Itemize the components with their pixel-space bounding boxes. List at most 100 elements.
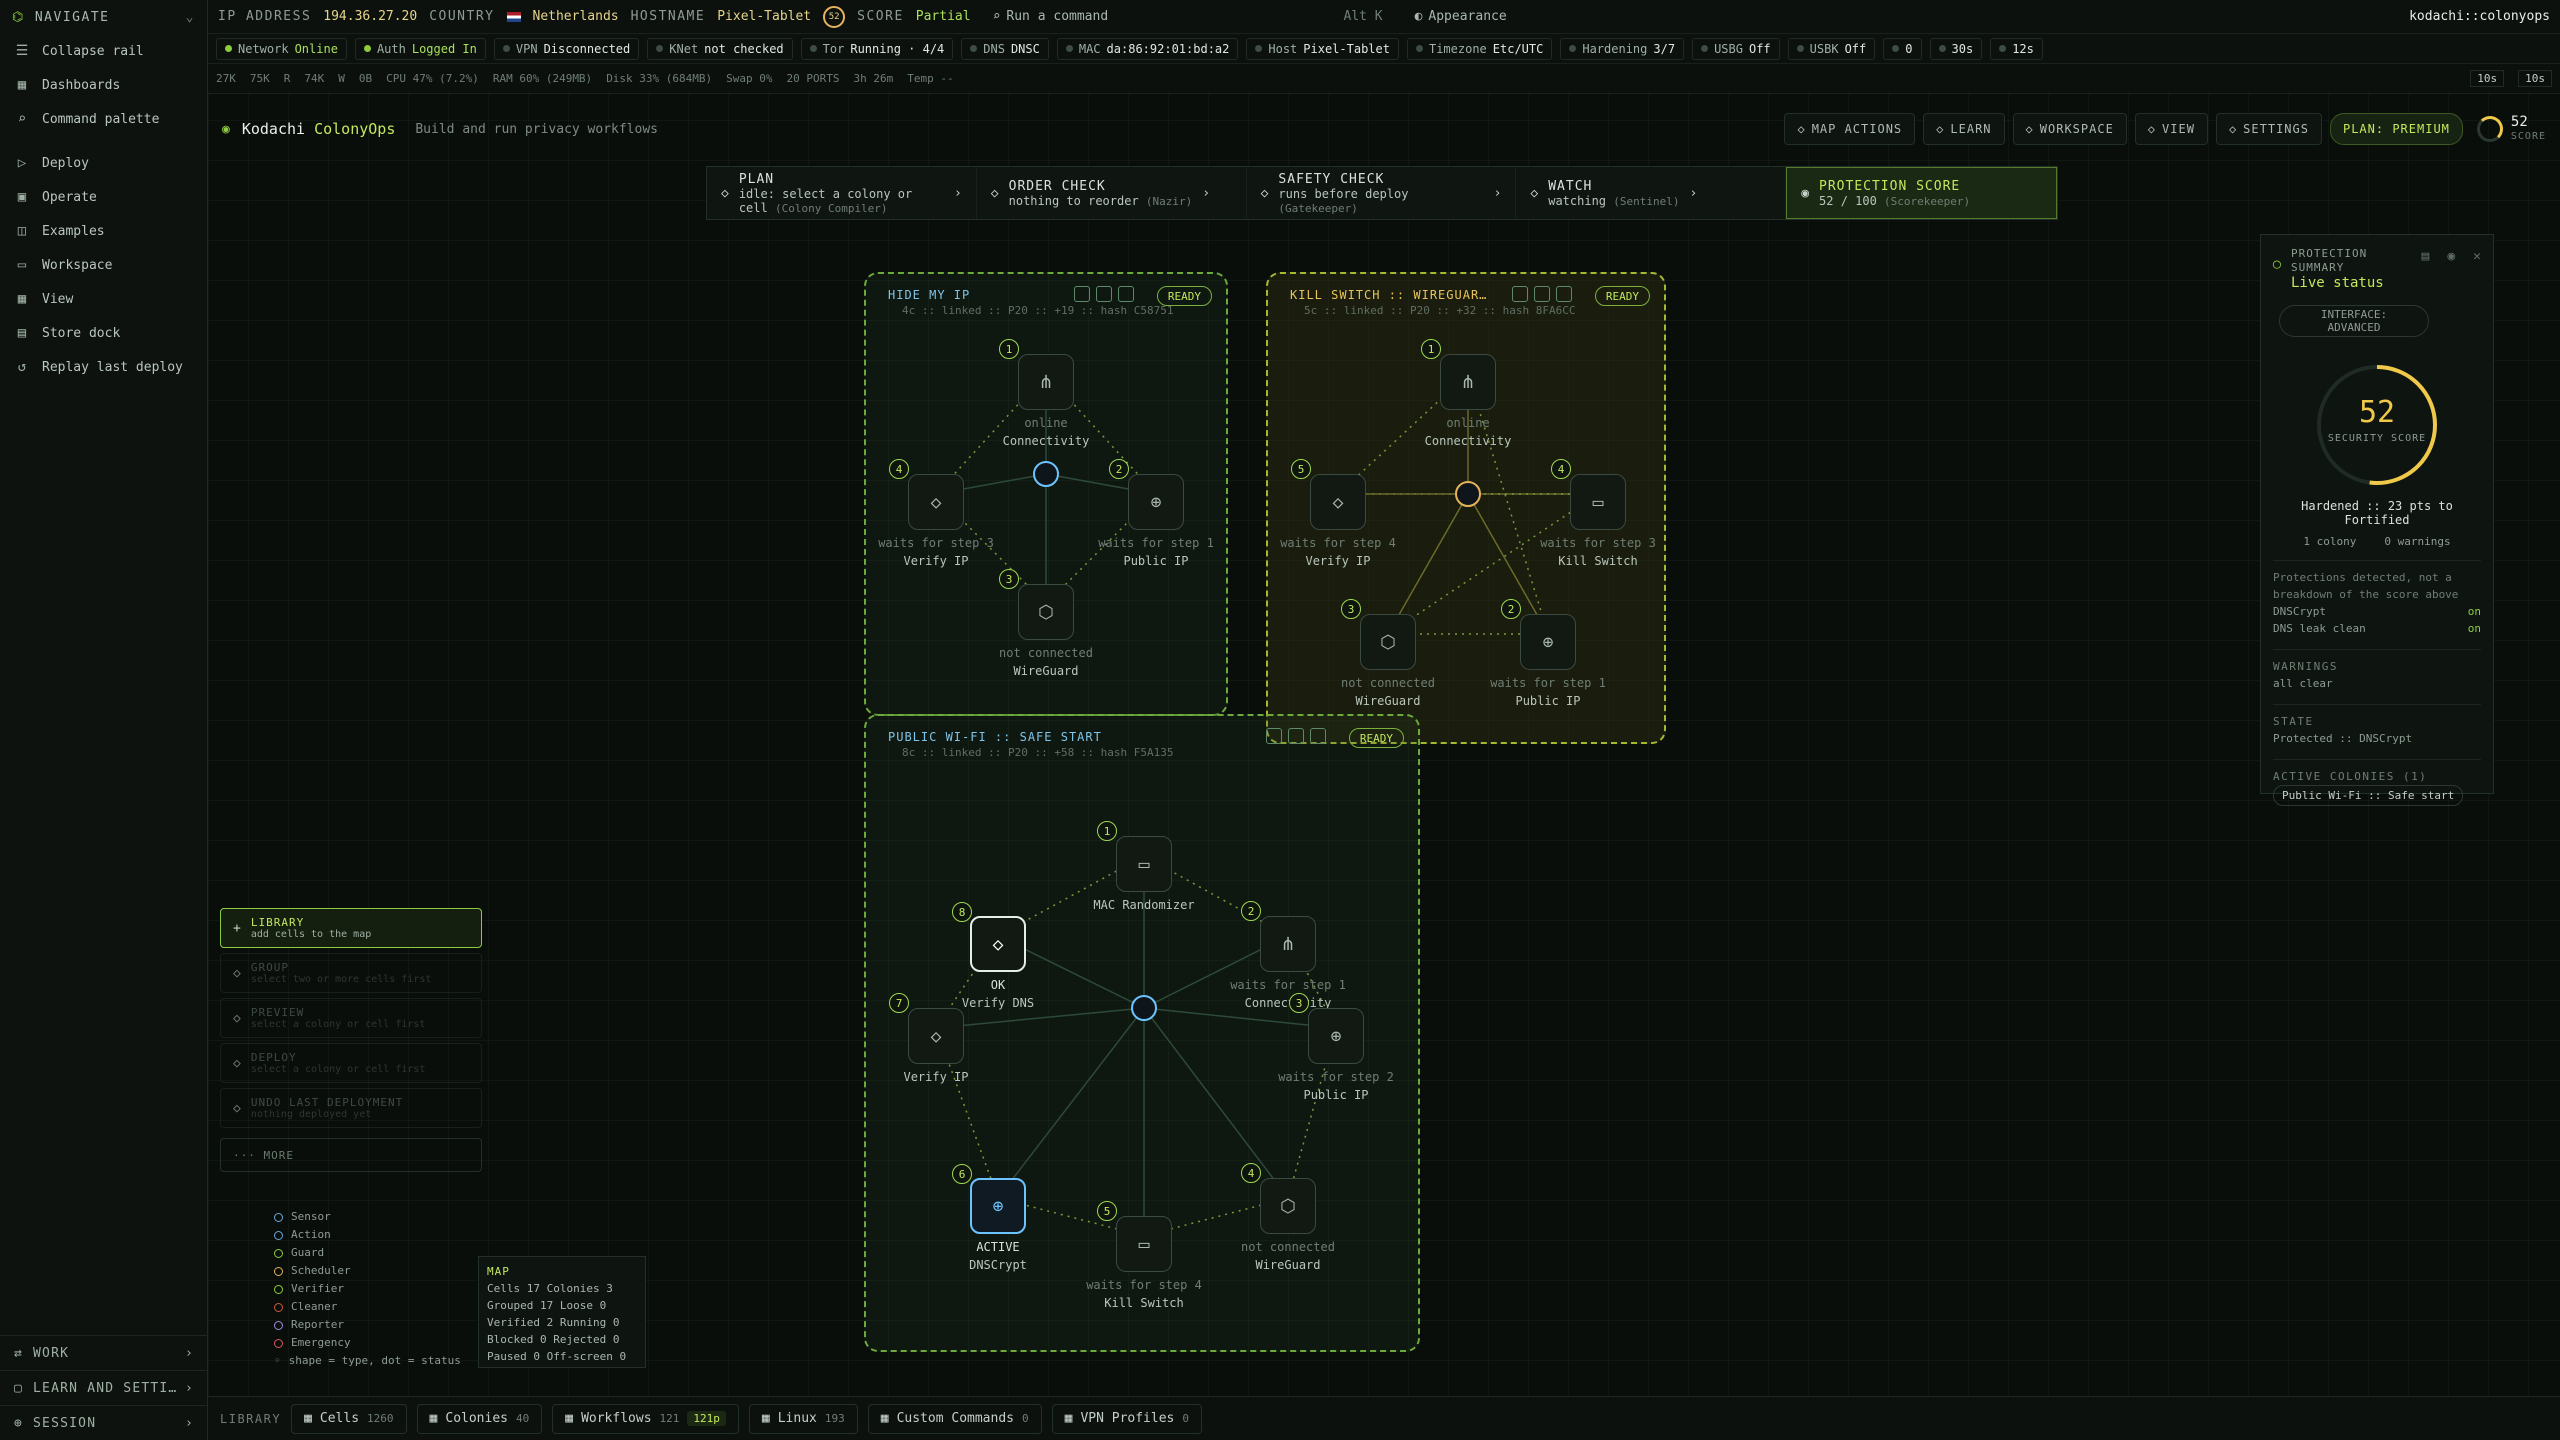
- colony-kill-switch[interactable]: KILL SWITCH :: WIREGUAR…5c :: linked :: …: [1266, 272, 1666, 744]
- rail-item-workspace[interactable]: ▭Workspace: [0, 248, 207, 282]
- map-actions-button[interactable]: ◇MAP ACTIONS: [1784, 113, 1916, 145]
- plan-button[interactable]: PLAN: PREMIUM: [2329, 113, 2463, 145]
- cell-box[interactable]: 2⋔: [1241, 901, 1316, 972]
- save-icon[interactable]: [1096, 286, 1112, 302]
- rail-item-store-dock[interactable]: ▤Store dock: [0, 316, 207, 350]
- eye-icon[interactable]: ◉: [2447, 249, 2456, 264]
- cell-box[interactable]: 8◇: [952, 902, 1026, 972]
- pin-icon[interactable]: ▤: [2421, 249, 2430, 264]
- rail-header[interactable]: ⌬ NAVIGATE ⌄: [0, 0, 207, 34]
- status-chip-value-14[interactable]: 12s: [1990, 37, 2043, 60]
- rail-item-operate[interactable]: ▣Operate: [0, 180, 207, 214]
- side-more-button[interactable]: ··· MORE: [220, 1138, 482, 1172]
- rail-section-work[interactable]: ⇄WORK›: [0, 1335, 208, 1370]
- cell-node-mac-randomizer[interactable]: 1▭MAC Randomizer: [1064, 821, 1224, 912]
- learn-button[interactable]: ◇LEARN: [1923, 113, 2005, 145]
- interface-toggle[interactable]: INTERFACE:ADVANCED: [2279, 305, 2429, 337]
- cell-box[interactable]: 2⊕: [1109, 459, 1184, 530]
- active-colony-pill[interactable]: Public Wi-Fi :: Safe start: [2273, 785, 2464, 806]
- bolt-icon[interactable]: [1310, 728, 1326, 744]
- appearance-button[interactable]: ◐ Appearance: [1415, 9, 1507, 24]
- user-label[interactable]: kodachi::colonyops: [2409, 9, 2550, 24]
- cell-box[interactable]: 6⊕: [952, 1164, 1026, 1234]
- cell-box[interactable]: 4◇: [889, 459, 964, 530]
- cell-box[interactable]: 4▭: [1551, 459, 1626, 530]
- rail-item-replay-last-deploy[interactable]: ↺Replay last deploy: [0, 350, 207, 384]
- settings-button[interactable]: ◇SETTINGS: [2215, 113, 2322, 145]
- colony-title[interactable]: PUBLIC WI-FI :: SAFE START: [888, 730, 1102, 744]
- close-icon[interactable]: ✕: [2473, 249, 2481, 264]
- cell-box[interactable]: 7◇: [889, 993, 964, 1064]
- ready-badge[interactable]: READY: [1594, 286, 1650, 306]
- command-search[interactable]: ⌕ Run a command Alt K: [993, 9, 1383, 24]
- cell-box[interactable]: 3⬡: [999, 569, 1074, 640]
- select-icon[interactable]: [1512, 286, 1528, 302]
- save-icon[interactable]: [1534, 286, 1550, 302]
- rail-section-session[interactable]: ⊕SESSION›: [0, 1405, 208, 1440]
- colony-title[interactable]: KILL SWITCH :: WIREGUAR…: [1290, 288, 1488, 302]
- view-button[interactable]: ◇VIEW: [2134, 113, 2208, 145]
- rail-item-command-palette[interactable]: ⌕Command palette: [0, 102, 207, 136]
- status-chip-value-12[interactable]: 0: [1883, 37, 1922, 60]
- rail-item-dashboards[interactable]: ▦Dashboards: [0, 68, 207, 102]
- cell-box[interactable]: 5◇: [1291, 459, 1366, 530]
- command-input[interactable]: Run a command: [1006, 9, 1109, 24]
- status-chip-value-13[interactable]: 30s: [1929, 37, 1983, 60]
- colony-title[interactable]: HIDE MY IP: [888, 288, 971, 302]
- cell-node-verify-ip[interactable]: 7◇Verify IP: [856, 993, 1016, 1084]
- bolt-icon[interactable]: [1118, 286, 1134, 302]
- cell-box[interactable]: 5▭: [1097, 1201, 1172, 1272]
- colony-hub[interactable]: [1033, 461, 1059, 487]
- select-icon[interactable]: [1074, 286, 1090, 302]
- bolt-icon[interactable]: [1556, 286, 1572, 302]
- save-icon[interactable]: [1288, 728, 1304, 744]
- ready-badge[interactable]: READY: [1348, 728, 1404, 748]
- cell-box[interactable]: 1▭: [1097, 821, 1172, 892]
- cell-box[interactable]: 2⊕: [1501, 599, 1576, 670]
- cell-box[interactable]: 3⊕: [1289, 993, 1364, 1064]
- colony-hub[interactable]: [1131, 995, 1157, 1021]
- ready-badge[interactable]: READY: [1156, 286, 1212, 306]
- rail-item-view[interactable]: ▦View: [0, 282, 207, 316]
- rail-item-examples[interactable]: ◫Examples: [0, 214, 207, 248]
